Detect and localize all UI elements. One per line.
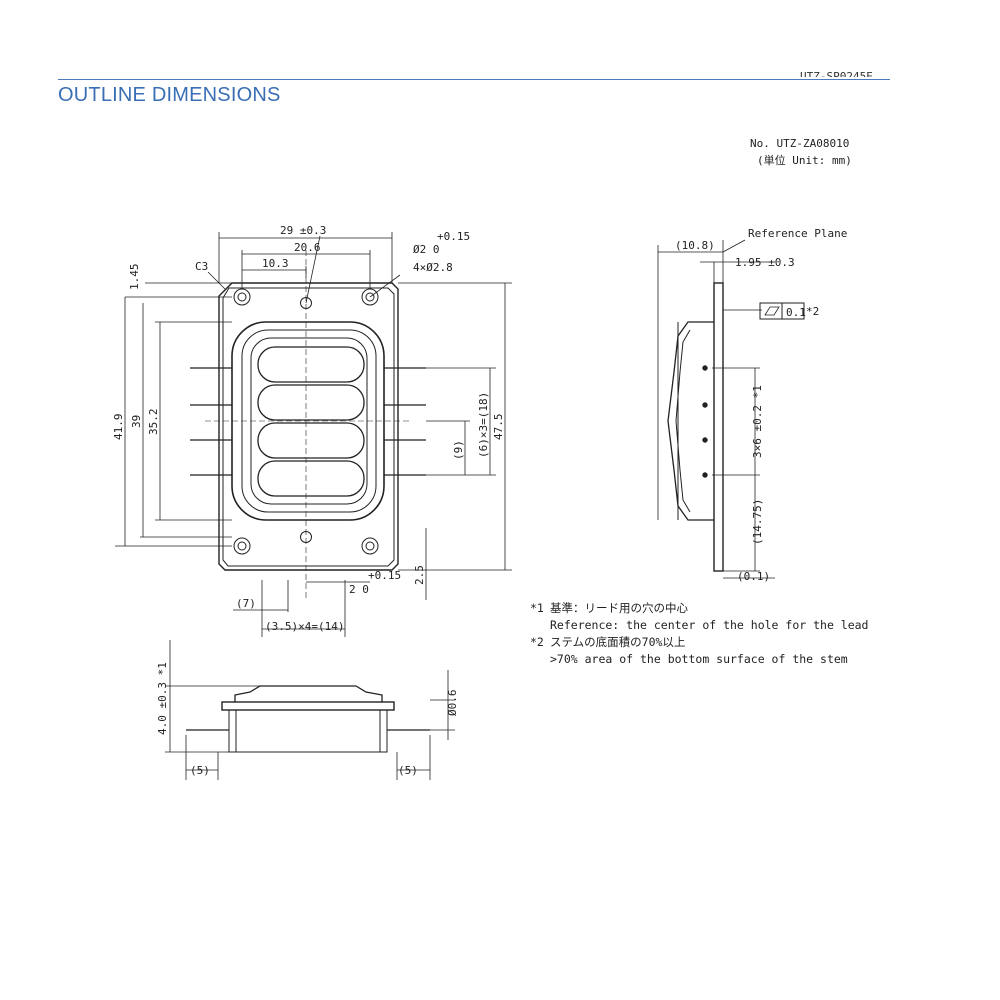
dim-mount-holes: 4×Ø2.8 — [413, 261, 453, 274]
leads-right — [384, 367, 426, 476]
title-rule — [58, 79, 890, 80]
lens-rows — [257, 346, 365, 497]
dim-center-hole-tol: +0.15 — [437, 230, 470, 243]
dim-lead-right: (5) — [398, 764, 418, 777]
drawing-number: No. UTZ-ZA08010 — [750, 137, 849, 150]
note-2-en: >70% area of the bottom surface of the s… — [550, 652, 848, 666]
front-view — [115, 232, 512, 637]
dim-lead-pitch-9: (9) — [452, 440, 465, 460]
leads-left — [190, 367, 232, 476]
side-view-labels: (10.8) Reference Plane 1.95 ±0.3 0.1 *2 … — [675, 227, 847, 583]
notes: *1 基準：リード用の穴の中心 Reference: the center of… — [530, 601, 869, 666]
document-id-top: UTZ-SP0245E — [800, 70, 873, 77]
dim-chamfer: C3 — [195, 260, 208, 273]
dim-hole-pitch: 20.6 — [294, 241, 321, 254]
dim-7: (7) — [236, 597, 256, 610]
mount-hole-br — [361, 537, 379, 555]
dim-lead-offset: (14.75) — [751, 499, 764, 545]
dim-bottom-hole-dia: 2 0 — [349, 583, 369, 596]
dim-side-lead-pitch: 3×6 ±0.2 *1 — [751, 385, 764, 458]
side-flange — [713, 282, 724, 572]
flange-outline — [218, 282, 399, 571]
mount-hole-bl — [233, 537, 251, 555]
note-2-id: *2 — [530, 635, 544, 649]
flatness-note-ref: *2 — [806, 305, 819, 318]
dim-bottom-hole-tol: +0.15 — [368, 569, 401, 582]
dimension-labels: 29 ±0.3 20.6 10.3 C3 1.45 +0.15 Ø2 0 4×Ø… — [112, 224, 505, 633]
dim-center-hole-dia: Ø2 0 — [413, 243, 440, 256]
note-1-id: *1 — [530, 601, 544, 615]
section-title: OUTLINE DIMENSIONS — [58, 84, 281, 106]
dim-height-475: 47.5 — [492, 414, 505, 441]
note-1-jp: 基準：リード用の穴の中心 — [550, 601, 688, 615]
dim-hole-offset: 10.3 — [262, 257, 289, 270]
dim-bottom-gap: (0.1) — [737, 570, 770, 583]
dim-flange-thickness: 1.95 ±0.3 — [735, 256, 795, 269]
mount-hole-tl — [233, 288, 251, 306]
drawing-info: No. UTZ-ZA08010 (単位 Unit: mm) — [750, 137, 852, 167]
dim-top-margin: 1.45 — [128, 264, 141, 291]
bottom-flange — [221, 701, 395, 711]
dim-height-39: 39 — [130, 415, 143, 428]
dim-lead-dia: Ø0.6 — [446, 690, 459, 717]
note-1-en: Reference: the center of the hole for th… — [550, 618, 869, 632]
dim-bottom-25: 2.5 — [413, 565, 426, 585]
dim-width-overall: 29 ±0.3 — [280, 224, 326, 237]
note-2-jp: ステムの底面積の70%以上 — [550, 635, 685, 649]
reference-plane-label: Reference Plane — [748, 227, 847, 240]
dim-pitch-bottom: (3.5)×4=(14) — [265, 620, 344, 633]
dim-bottom-height: 4.0 ±0.3 *1 — [156, 662, 169, 735]
dim-height-352: 35.2 — [147, 409, 160, 436]
dim-depth: (10.8) — [675, 239, 715, 252]
dim-lead-pitch-total: (6)×3=(18) — [477, 392, 490, 458]
dim-height-419: 41.9 — [112, 414, 125, 441]
dim-lead-left: (5) — [190, 764, 210, 777]
drawing-unit: (単位 Unit: mm) — [757, 153, 852, 167]
side-leads — [702, 365, 708, 478]
bottom-view — [165, 640, 455, 780]
side-view — [657, 239, 805, 579]
bottom-view-labels: 4.0 ±0.3 *1 Ø0.6 (5) (5) — [156, 662, 459, 777]
flatness-value: 0.1 — [786, 306, 806, 319]
mount-hole-tr — [361, 288, 379, 306]
